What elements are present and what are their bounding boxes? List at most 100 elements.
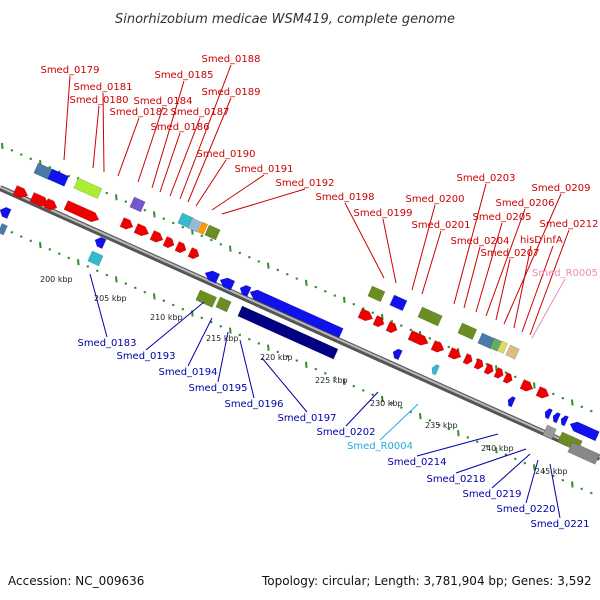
forward-cds xyxy=(63,200,100,223)
lower-tick xyxy=(571,481,574,488)
gene-label: Smed_0184 xyxy=(133,96,192,107)
callout-line xyxy=(187,97,232,203)
upper-tick xyxy=(247,255,251,259)
upper-tick xyxy=(485,362,489,366)
lower-tick xyxy=(428,419,432,422)
upper-tick xyxy=(200,234,204,238)
callout-line xyxy=(217,331,229,383)
upper-tick xyxy=(181,225,185,229)
forward-cds xyxy=(174,241,187,254)
upper-tick xyxy=(19,153,23,156)
lower-tick xyxy=(371,393,375,397)
callout-line xyxy=(344,202,385,279)
upper-tick xyxy=(10,148,14,152)
gene-label: Smed_0206 xyxy=(495,198,554,209)
reverse-feature xyxy=(195,289,218,308)
upper-feature xyxy=(197,221,209,235)
upper-tick xyxy=(295,277,299,280)
gene-label: Smed_0185 xyxy=(154,70,213,81)
gene-label: Smed_0201 xyxy=(411,220,470,231)
callout-line xyxy=(261,357,308,413)
lower-tick xyxy=(285,354,289,358)
upper-tick xyxy=(67,174,71,178)
forward-cds xyxy=(43,198,58,211)
forward-cds xyxy=(519,379,534,392)
forward-cds xyxy=(502,372,513,384)
lower-tick xyxy=(143,290,147,294)
gene-label: Smed_0188 xyxy=(201,54,260,65)
lower-tick xyxy=(57,252,61,255)
forward-cds xyxy=(29,192,49,207)
upper-tick xyxy=(105,191,109,195)
upper-feature xyxy=(489,337,502,352)
upper-tick xyxy=(399,324,403,327)
callout-line xyxy=(221,188,306,215)
lower-tick xyxy=(276,350,280,354)
gene-label: Smed_0197 xyxy=(277,413,336,424)
reverse-feature xyxy=(567,441,600,465)
lower-tick xyxy=(323,372,327,375)
upper-feature xyxy=(204,224,221,241)
upper-feature xyxy=(497,340,509,354)
accession-text: Accession: NC_009636 xyxy=(8,574,145,588)
gene-label: Smed_0198 xyxy=(315,192,374,203)
upper-feature xyxy=(129,196,146,213)
upper-feature xyxy=(417,306,443,327)
upper-tick xyxy=(409,328,413,332)
callout-line xyxy=(169,117,201,197)
forward-cds xyxy=(187,247,200,260)
upper-feature xyxy=(47,168,70,187)
upper-tick xyxy=(285,272,289,276)
gene-label: Smed_0212 xyxy=(539,219,598,230)
upper-tick xyxy=(589,409,593,413)
upper-feature xyxy=(187,217,202,233)
forward-cds xyxy=(473,358,484,370)
lower-tick xyxy=(580,487,584,491)
forward-cds xyxy=(133,223,150,237)
forward-cds xyxy=(430,340,445,353)
reverse-feature xyxy=(204,270,221,284)
lower-tick xyxy=(124,282,128,285)
left-edge-feature xyxy=(0,223,8,236)
lower-tick xyxy=(314,367,318,371)
gene-label: Smed_0193 xyxy=(116,351,175,362)
callout-line xyxy=(63,75,71,161)
lower-tick xyxy=(247,337,251,341)
gene-label: Smed_0199 xyxy=(353,208,412,219)
upper-tick xyxy=(162,217,166,220)
lower-tick xyxy=(466,436,470,439)
upper-tick xyxy=(580,405,584,409)
upper-tick xyxy=(238,251,242,255)
lower-tick xyxy=(219,325,223,328)
callout-line xyxy=(195,159,227,207)
callout-line xyxy=(525,459,539,504)
kbp-label: 220 kbp xyxy=(260,353,293,362)
lower-tick xyxy=(504,453,508,456)
gene-label: Smed_0207 xyxy=(480,248,539,259)
kbp-label: 215 kbp xyxy=(206,334,239,343)
upper-feature xyxy=(73,177,103,200)
reverse-feature xyxy=(215,296,232,313)
callout-line xyxy=(475,222,503,313)
lower-tick xyxy=(238,333,242,337)
gene-label: Smed_0219 xyxy=(462,489,521,500)
lower-tick xyxy=(533,464,536,471)
callout-line xyxy=(151,80,185,189)
gene-label: Smed_0209 xyxy=(531,183,590,194)
lower-tick xyxy=(105,273,109,277)
lower-tick xyxy=(381,395,384,403)
forward-cds xyxy=(407,330,429,346)
upper-tick xyxy=(561,396,565,400)
upper-tick xyxy=(305,279,308,286)
callout-line xyxy=(211,174,265,211)
callout-line xyxy=(503,193,562,325)
reverse-feature xyxy=(569,421,600,442)
gene-labels: Smed_0179Smed_0180Smed_0181Smed_0182Smed… xyxy=(40,54,598,530)
reverse-feature xyxy=(239,285,252,297)
callout-line xyxy=(416,433,499,457)
lower-tick xyxy=(267,344,270,351)
callout-line xyxy=(159,132,181,193)
reverse-feature xyxy=(544,408,553,420)
lower-tick xyxy=(457,430,460,437)
callout-line xyxy=(531,278,566,339)
